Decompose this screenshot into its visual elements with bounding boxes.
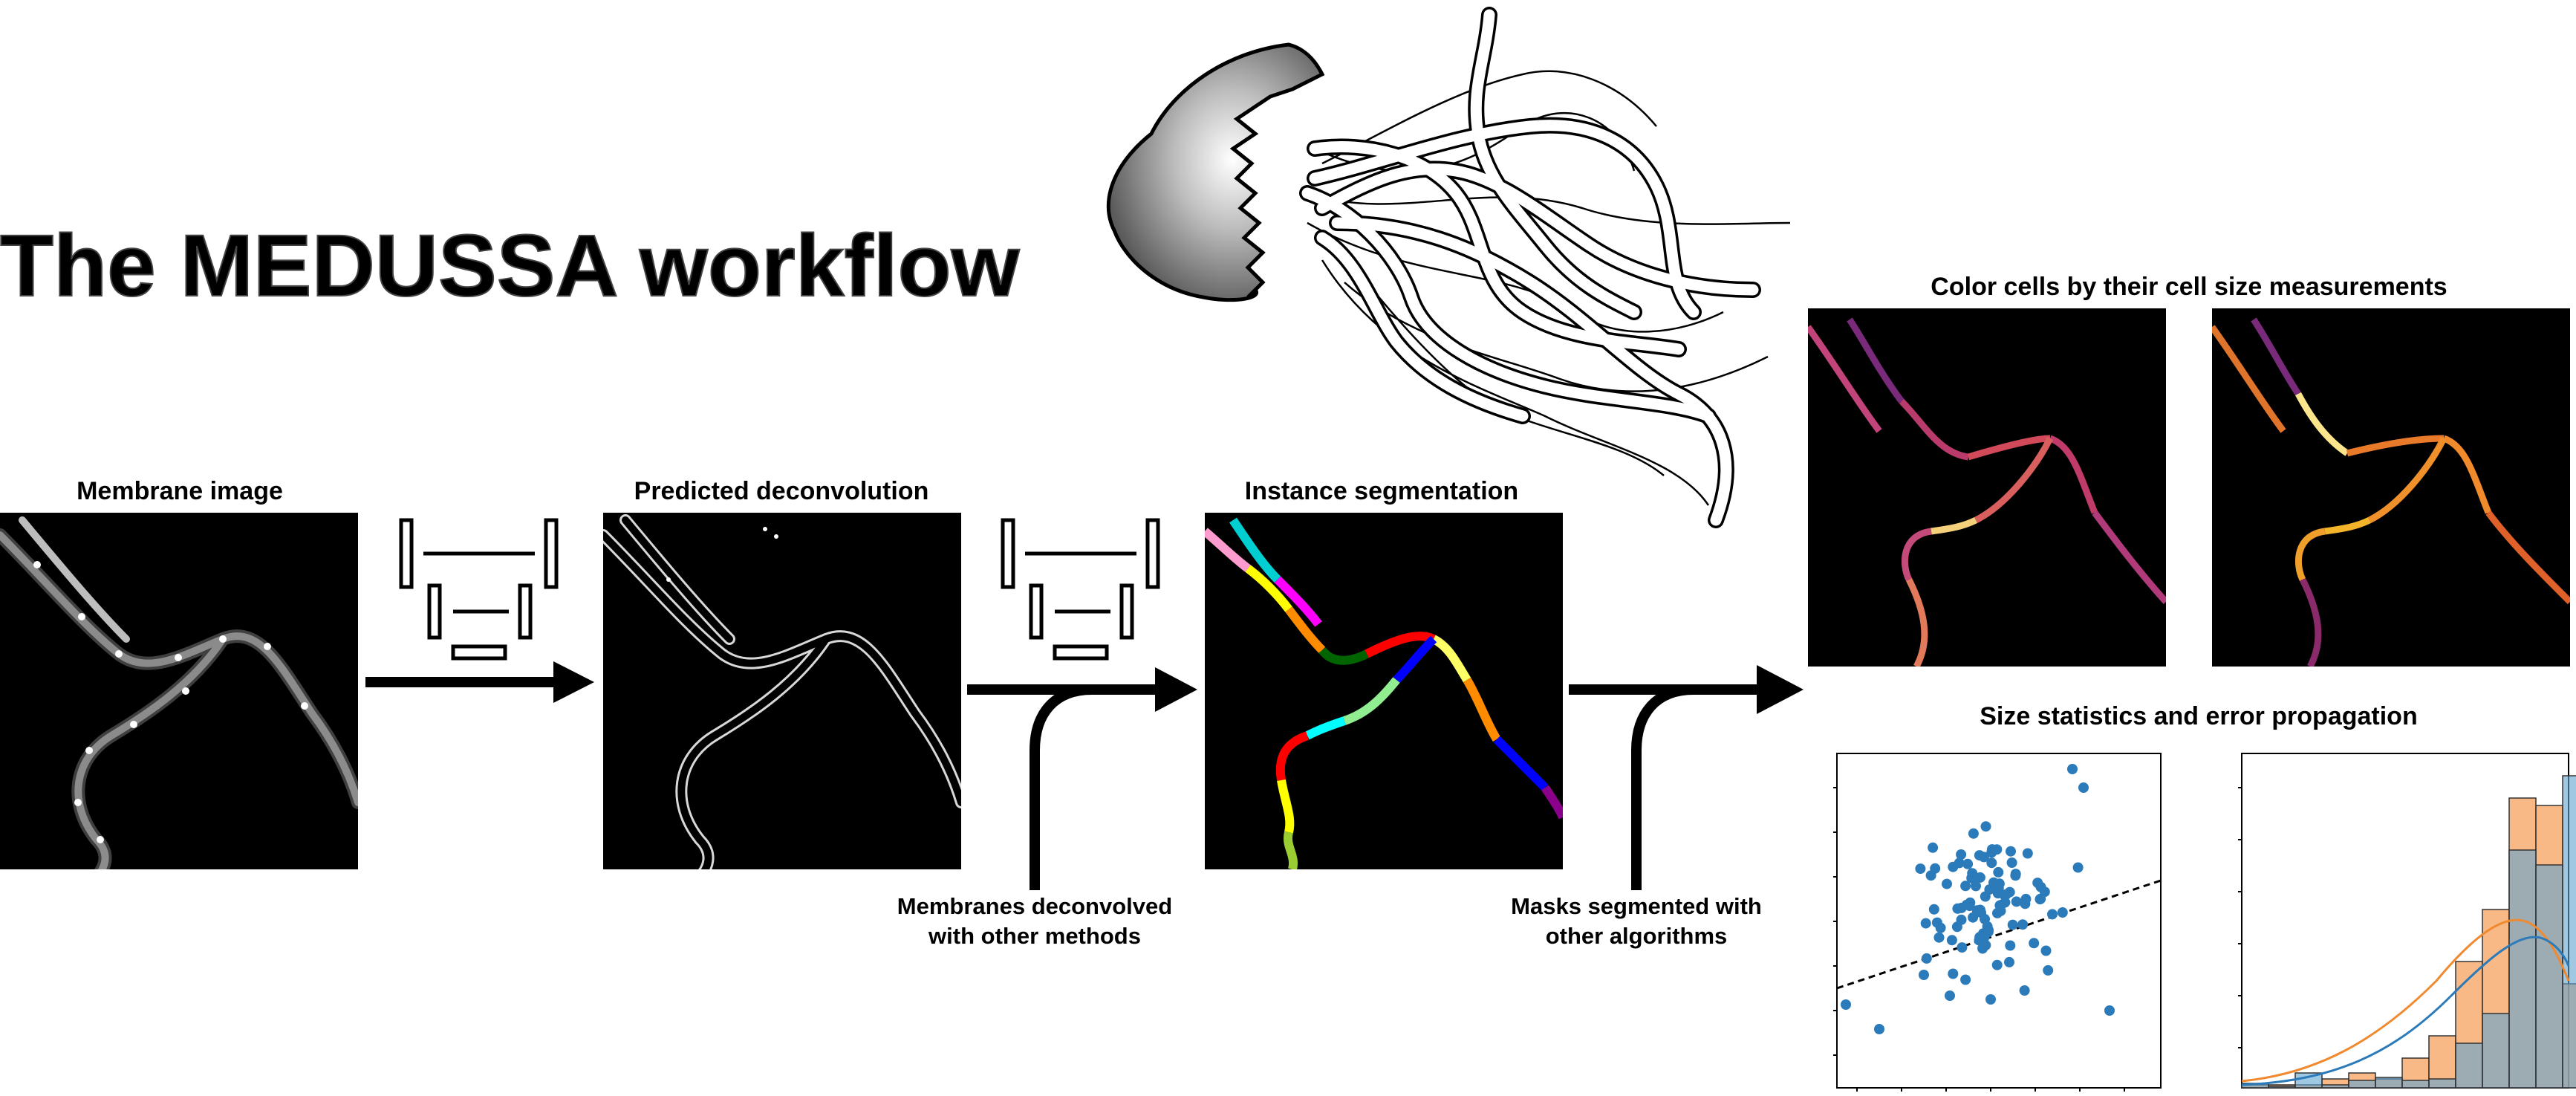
histogram-plot (2238, 753, 2576, 1089)
histogram-bar (2535, 864, 2563, 1089)
scatter-point (1956, 914, 1967, 925)
label-membrane-image: Membrane image (77, 477, 283, 505)
network-icon (399, 518, 559, 661)
scatter-point (1948, 968, 1959, 979)
jellyfish-illustration (1106, 7, 1791, 528)
color-cells-panel-right (2212, 308, 2570, 667)
color-cells-panel-left (1808, 308, 2166, 667)
arrow-deconv-to-segmentation (967, 667, 1197, 890)
scatter-point (1994, 900, 2006, 911)
instance-segmentation-panel (1205, 513, 1563, 869)
scatter-point (1841, 999, 1851, 1010)
scatter-point (1999, 889, 2010, 901)
scatter-point (1942, 878, 1952, 889)
label-deconvolved-other-methods-1: Membranes deconvolved (897, 893, 1172, 919)
scatter-point (1956, 849, 1967, 860)
scatter-point (1980, 913, 1990, 924)
histogram-bar (2268, 1086, 2296, 1089)
scatter-point (1930, 863, 1941, 874)
scatter-point (2004, 956, 2014, 967)
scatter-point (1915, 863, 1926, 875)
scatter-point (2017, 919, 2029, 930)
scatter-point (1993, 866, 2004, 878)
membrane-image-panel (0, 513, 358, 869)
scatter-point (2104, 1005, 2115, 1016)
scatter-point (1985, 994, 1996, 1005)
scatter-point (1960, 881, 1971, 892)
scatter-point (1960, 974, 1971, 985)
scatter-point (2019, 985, 2030, 996)
label-color-cells: Color cells by their cell size measureme… (1931, 273, 2447, 301)
histogram-bar (2348, 1080, 2376, 1089)
scatter-point (1928, 904, 1939, 915)
histogram-bar (2375, 1077, 2403, 1089)
scatter-point (1966, 872, 1977, 883)
scatter-point (1945, 990, 1955, 1001)
arrow-membrane-to-deconv (365, 661, 594, 703)
histogram-bar (2508, 849, 2537, 1089)
label-masks-other-algorithms-2: other algorithms (1546, 923, 1728, 949)
scatter-point (1978, 852, 1989, 863)
scatter-point (2039, 886, 2050, 898)
scatter-point (1974, 904, 1985, 915)
arrow-segmentation-to-outputs (1569, 665, 1803, 890)
scatter-point (1981, 927, 1992, 938)
label-predicted-deconvolution: Predicted deconvolution (634, 477, 929, 505)
scatter-point (1964, 901, 1975, 912)
scatter-point (2032, 878, 2043, 889)
scatter-point (1962, 858, 1974, 869)
scatter-point (1933, 932, 1945, 943)
scatter-point (2072, 862, 2084, 873)
scatter-point (2057, 907, 2068, 918)
histogram-bar (2321, 1084, 2349, 1089)
scatter-point (1986, 847, 1997, 858)
histogram-bar (2482, 1013, 2510, 1089)
scatter-point (1874, 1024, 1884, 1034)
label-size-statistics: Size statistics and error propagation (1980, 702, 2417, 730)
label-deconvolved-other-methods-2: with other methods (928, 923, 1141, 949)
label-masks-other-algorithms-1: Masks segmented with (1511, 893, 1762, 919)
scatter-point (1980, 940, 1991, 950)
scatter-point (2007, 919, 2018, 930)
scatter-point (2010, 870, 2021, 881)
scatter-point (2029, 938, 2040, 949)
scatter-point (1991, 959, 2003, 970)
scatter-point (2067, 764, 2078, 774)
scatter-plot (1833, 753, 2162, 1092)
scatter-point (1968, 828, 1979, 839)
label-instance-segmentation: Instance segmentation (1245, 477, 1518, 505)
scatter-point (1980, 821, 1991, 832)
scatter-point (2078, 782, 2089, 793)
scatter-point (1988, 877, 1999, 888)
scatter-point (1954, 857, 1965, 869)
scatter-point (1952, 903, 1963, 914)
scatter-point (1920, 918, 1931, 929)
histogram-bar (2428, 1078, 2456, 1089)
deconvolution-panel (603, 513, 961, 869)
scatter-point (2043, 964, 2054, 976)
scatter-point (1946, 935, 1957, 946)
scatter-point (1986, 857, 1997, 869)
scatter-point (1919, 970, 1929, 980)
scatter-point (2011, 896, 2022, 907)
scatter-point (1957, 942, 1968, 953)
histogram-bar (2455, 1043, 2483, 1089)
scatter-point (2040, 945, 2052, 956)
scatter-point (1921, 953, 1932, 964)
scatter-point (2006, 857, 2017, 868)
scatter-point (2006, 846, 2016, 857)
scatter-point (2047, 909, 2058, 920)
scatter-point (2022, 848, 2033, 859)
scatter-point (1928, 842, 1939, 853)
scatter-point (1935, 922, 1946, 933)
scatter-point (2005, 940, 2016, 951)
histogram-bar (2562, 775, 2576, 1089)
network-icon (1001, 518, 1160, 661)
page-title: The MEDUSSA workflow (0, 217, 1021, 315)
histogram-bar (2401, 1080, 2430, 1089)
scatter-point (2020, 898, 2031, 909)
